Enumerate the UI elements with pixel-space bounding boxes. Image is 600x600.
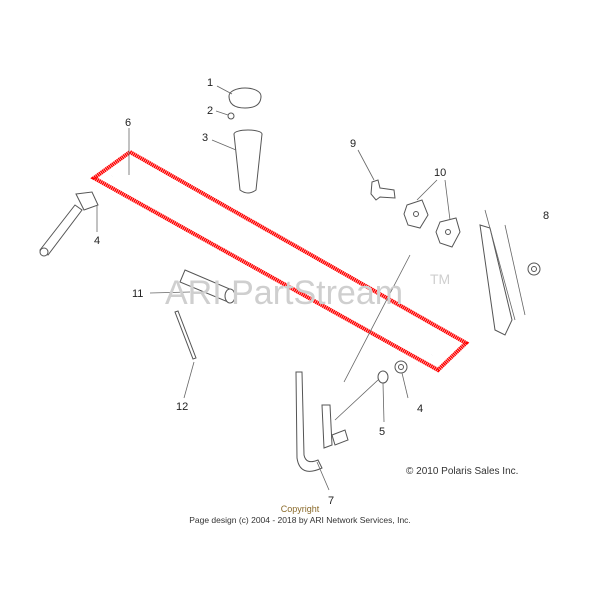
watermark: ARI PartStream [165,274,403,312]
footer-page-design: Page design (c) 2004 - 2018 by ARI Netwo… [189,515,411,525]
part-12-pin[interactable] [174,310,197,360]
callout-7: 7 [328,495,334,507]
callout-8: 8 [543,210,549,222]
part-11-sleeve[interactable] [179,269,236,304]
bracket [479,209,526,336]
part-2-screw[interactable] [227,112,235,120]
polaris-copyright: © 2010 Polaris Sales Inc. [406,466,518,477]
callout-10: 10 [434,167,446,179]
callout-4-right: 4 [417,403,423,415]
callout-9: 9 [350,138,356,150]
callout-3: 3 [202,132,208,144]
leader-lines [96,85,451,491]
part-10-bushings[interactable] [403,199,461,248]
callout-6: 6 [125,117,131,129]
callout-4-left: 4 [94,235,100,247]
part-3-grip[interactable] [233,129,263,194]
callout-1: 1 [207,77,213,89]
watermark-tm: TM [430,271,450,287]
part-7-shift-lever[interactable] [295,371,349,472]
part-5-washer[interactable] [377,370,389,384]
callout-2: 2 [207,105,213,117]
part-4-right-nut[interactable] [394,360,408,374]
highlight-box [90,149,470,373]
callout-12: 12 [176,401,188,413]
callout-11: 11 [132,288,143,300]
callout-5: 5 [379,426,385,438]
part-9-bolt[interactable] [370,179,396,201]
part-1-knob[interactable] [228,87,262,109]
footer-copyright-label: Copyright [281,504,320,514]
part-8-nut[interactable] [527,262,541,276]
part-4-left-linkage[interactable] [39,191,99,257]
part-6-shift-rod[interactable] [111,171,437,356]
